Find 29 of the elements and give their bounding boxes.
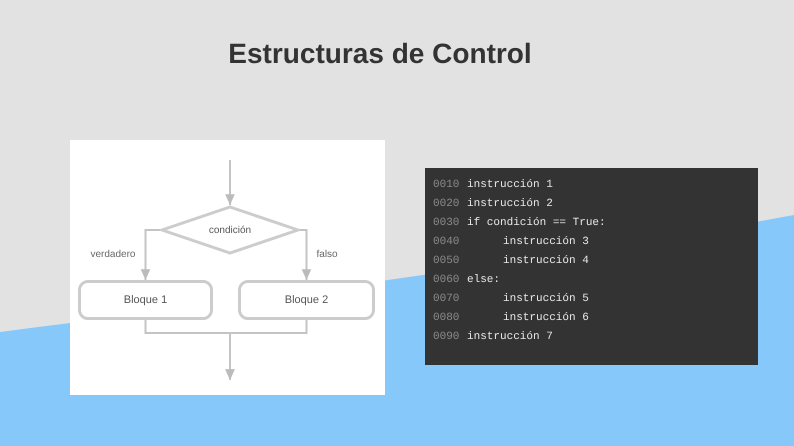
edge-label: verdadero <box>88 249 138 260</box>
edge-label: falso <box>314 249 340 260</box>
line-number: 0030 <box>433 216 460 231</box>
code-line: instrucción 2 <box>467 197 554 212</box>
arrow <box>225 160 235 205</box>
process-box: Bloque 1 <box>78 280 213 320</box>
line-number: 0020 <box>433 197 460 212</box>
code-line: instrucción 7 <box>467 330 554 345</box>
code-line: instrucción 4 <box>502 254 590 269</box>
code-line: else: <box>467 273 502 288</box>
line-number: 0050 <box>433 254 460 269</box>
process-box: Bloque 2 <box>238 280 375 320</box>
line-number: 0060 <box>433 273 460 288</box>
code-line: instrucción 6 <box>502 311 590 326</box>
line-number: 0090 <box>433 330 460 345</box>
decision-text: condición <box>208 224 252 236</box>
arrow <box>300 229 312 280</box>
arrow <box>225 320 308 380</box>
code-line: instrucción 5 <box>502 292 590 307</box>
line-number: 0010 <box>433 178 460 193</box>
arrow <box>140 229 160 280</box>
decision-diamond <box>160 205 300 255</box>
line-number: 0080 <box>433 311 460 326</box>
code-line: instrucción 3 <box>502 235 590 250</box>
slide-title: Estructuras de Control <box>227 38 533 70</box>
line-number: 0070 <box>433 292 460 307</box>
code-line: instrucción 1 <box>467 178 554 193</box>
code-line: if condición == True: <box>467 216 607 231</box>
line-number: 0040 <box>433 235 460 250</box>
